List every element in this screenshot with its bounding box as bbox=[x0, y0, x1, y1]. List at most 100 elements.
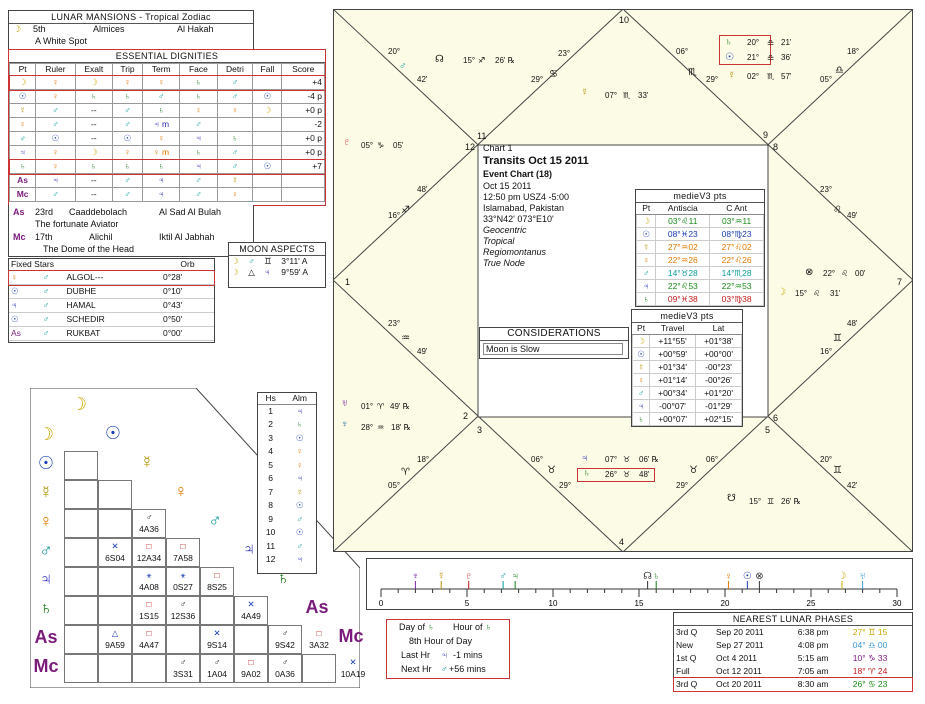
dignity-cell: -- bbox=[74, 103, 113, 118]
table-cell: -01°29' bbox=[695, 399, 742, 413]
dignity-cell: ♃ m bbox=[142, 117, 181, 132]
considerations-panel: CONSIDERATIONS Moon is Slow bbox=[479, 327, 629, 359]
ruler-tick-label: 15 bbox=[635, 599, 644, 608]
table-cell: 14°♉28 bbox=[655, 266, 711, 280]
almuten-cell: ☉ bbox=[295, 432, 304, 443]
dignity-cell: ☉ bbox=[111, 131, 144, 146]
dignity-cell: -- bbox=[74, 131, 113, 146]
aspect-value: ✕4A49 bbox=[241, 599, 261, 621]
south-node-icon: ☋ bbox=[727, 493, 736, 504]
grid-cell bbox=[64, 480, 98, 509]
grid-row-glyph-icon: ♀ bbox=[39, 511, 53, 531]
orb-header: Orb bbox=[180, 259, 195, 269]
dignity-cell: ☽ bbox=[74, 75, 113, 90]
grid-cell bbox=[98, 480, 132, 509]
aspect-value: ♂0A36 bbox=[275, 657, 295, 679]
fixed-star-cell: 0°28' bbox=[160, 270, 214, 285]
almuten-cell: ☉ bbox=[295, 500, 304, 511]
dignity-cell: ♀ bbox=[216, 103, 254, 118]
dignity-row: Mc♂--♂♃♂♀ bbox=[8, 187, 325, 202]
grid-cell bbox=[64, 509, 98, 538]
grid-cell bbox=[268, 625, 302, 654]
fixed-star-cell: ♂ bbox=[40, 270, 65, 285]
ruler-tick-label: 5 bbox=[465, 599, 470, 608]
dignity-cell: Mc bbox=[8, 187, 37, 202]
dignity-cell: ♄ bbox=[142, 103, 181, 118]
dignity-cell: -- bbox=[74, 187, 113, 202]
moon-aspect-cell: ☽ bbox=[231, 267, 239, 277]
table-cell: +00°00' bbox=[695, 347, 742, 361]
lunar-phase-cell: 5:15 am bbox=[797, 653, 829, 663]
moon-aspect-cell: ♂ bbox=[248, 256, 255, 266]
dignity-cell: ♂ bbox=[111, 103, 144, 118]
grid-cell bbox=[234, 596, 268, 625]
dignity-header: Exalt bbox=[74, 63, 113, 76]
dignity-cell: As bbox=[8, 173, 37, 188]
dignity-header: Pt bbox=[8, 63, 37, 76]
grid-cell bbox=[132, 567, 166, 596]
dignity-header: Fall bbox=[252, 63, 283, 76]
table-cell: 27°♌02 bbox=[709, 240, 764, 254]
mercury-glyph-icon: ☿ bbox=[581, 87, 589, 98]
grid-row-glyph-icon: ☽ bbox=[37, 424, 55, 444]
grid-cell bbox=[200, 654, 234, 683]
ruler-tick-label: 10 bbox=[549, 599, 558, 608]
grid-cell bbox=[98, 567, 132, 596]
mansion-moon-arabic: Al Hakah bbox=[177, 24, 214, 34]
dignity-cell: ♂ bbox=[111, 173, 144, 188]
dignity-cell bbox=[252, 145, 283, 160]
table-cell: ♂ bbox=[631, 386, 651, 400]
table-cell: 08°♍23 bbox=[709, 227, 764, 241]
lunar-phase-cell: 3rd Q bbox=[676, 627, 698, 637]
dignity-cell: ♀ bbox=[111, 75, 144, 90]
fixed-star-cell: ♂ bbox=[40, 312, 65, 327]
lunar-phase-cell: 18° ♈ 24 bbox=[852, 666, 888, 676]
table-cell: +00°07' bbox=[649, 412, 697, 426]
grid-cell bbox=[132, 654, 166, 683]
grid-cell bbox=[200, 567, 234, 596]
table-cell: 27°♒02 bbox=[655, 240, 711, 254]
grid-cell bbox=[64, 567, 98, 596]
table-cell: -00°07' bbox=[649, 399, 697, 413]
mansion-moon-name: Almices bbox=[93, 24, 125, 34]
ruler-planet-icon: ☊ bbox=[643, 571, 652, 582]
aspect-value: ✕10A19 bbox=[340, 657, 366, 679]
table-cell: +01°34' bbox=[649, 360, 697, 374]
table-cell: ♃ bbox=[631, 399, 651, 413]
table-cell: 22°♒53 bbox=[709, 279, 764, 293]
ruler-planet-icon: ☽ bbox=[837, 571, 846, 582]
grid-cell bbox=[166, 625, 200, 654]
lunar-phase-cell: Oct 20 2011 bbox=[716, 679, 762, 689]
lunar-phase-cell: 8:30 am bbox=[797, 679, 829, 689]
lunar-phase-cell: 27° ♊ 15 bbox=[852, 627, 888, 637]
almuten-cell: ♃ bbox=[296, 406, 303, 416]
almuten-cell: ♀ bbox=[296, 459, 303, 470]
dignity-cell: ♃ bbox=[142, 173, 181, 188]
almuten-cell: ☿ bbox=[296, 486, 303, 497]
almuten-cell: 6 bbox=[268, 473, 273, 484]
dignity-cell: ♃ bbox=[179, 159, 218, 174]
almuten-cell: 7 bbox=[268, 486, 273, 497]
table-cell: 08°♓23 bbox=[655, 227, 711, 241]
ruler-planet-icon: ♅ bbox=[859, 571, 867, 582]
dignity-cell: ♄ bbox=[111, 89, 144, 104]
chart-wheel: 10 11 12 1 2 3 4 5 6 7 8 9 20°♂42' 23°29… bbox=[333, 9, 913, 552]
fixed-star-cell: ALGOL--- bbox=[64, 270, 161, 285]
fixed-stars-header: Fixed Stars bbox=[11, 259, 54, 269]
aspect-value: □8S25 bbox=[207, 570, 227, 592]
lunar-phase-cell: Sep 20 2011 bbox=[716, 627, 764, 637]
dignity-cell: ♀ bbox=[142, 75, 181, 90]
dignity-cell bbox=[252, 131, 283, 146]
dignity-cell: ♀ bbox=[179, 103, 218, 118]
table-header: Pt bbox=[632, 323, 650, 335]
fixed-star-cell: 0°00' bbox=[160, 326, 214, 341]
chart-title: Transits Oct 15 2011 bbox=[483, 155, 589, 167]
grid-cell bbox=[64, 451, 98, 480]
aspect-value: ♂3S31 bbox=[173, 657, 193, 679]
almuten-cell: 12 bbox=[265, 554, 276, 565]
dignity-cell: ♀ bbox=[111, 145, 144, 160]
dignity-cell: ☿ bbox=[8, 103, 37, 118]
lunar-phase-cell: 04° ♎ 00 bbox=[852, 640, 888, 650]
dignity-cell: -- bbox=[74, 117, 113, 132]
